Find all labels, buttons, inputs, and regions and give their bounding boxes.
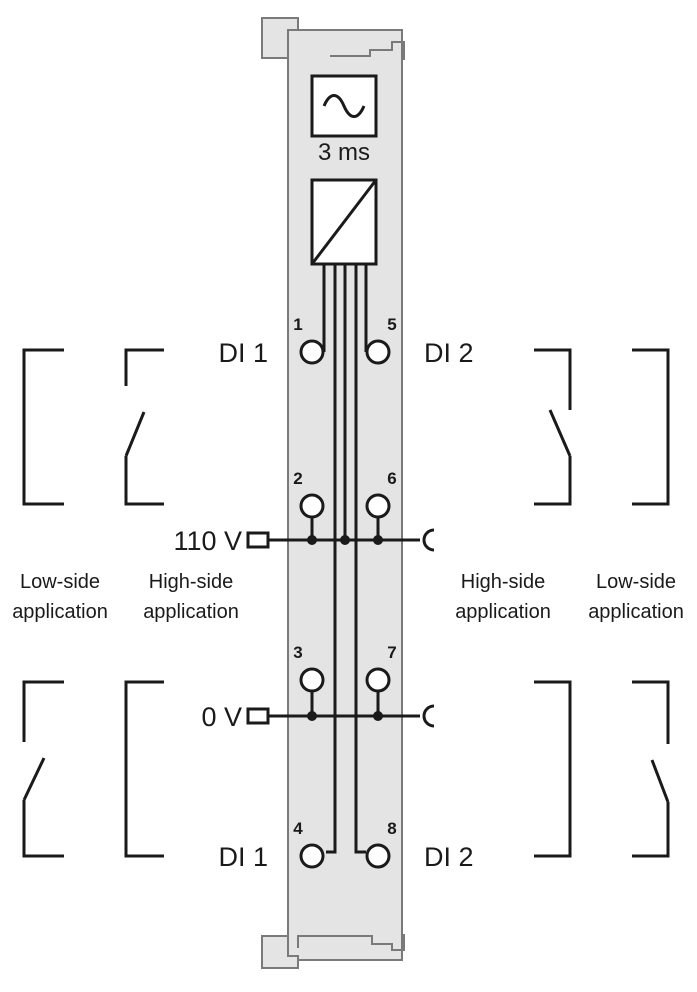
potential-bus-110v: 110 V xyxy=(173,517,435,556)
left-high-side-app-label: application xyxy=(143,601,239,623)
di1-bottom-label: DI 1 xyxy=(218,842,268,872)
voltage-110v-label: 110 V xyxy=(173,526,242,556)
terminal-4 xyxy=(299,843,325,869)
sine-filter-icon xyxy=(322,94,366,118)
terminal-2-label: 2 xyxy=(293,469,302,488)
di2-top-label: DI 2 xyxy=(424,338,474,368)
potential-bus-0v: 0 V xyxy=(201,691,435,732)
converter-block xyxy=(310,178,378,266)
terminal-8-label: 8 xyxy=(387,819,396,838)
terminal-3-label: 3 xyxy=(293,643,302,662)
right-high-side-label: High-side xyxy=(461,571,545,593)
left-low-side-label: Low-side xyxy=(20,571,100,593)
internal-wiring xyxy=(322,264,368,854)
left-low-side-app-label: application xyxy=(12,601,108,623)
terminal-7 xyxy=(365,667,391,693)
di2-bottom-label: DI 2 xyxy=(424,842,474,872)
terminal-1 xyxy=(299,339,325,365)
voltage-0v-label: 0 V xyxy=(201,702,242,732)
filter-time-label: 3 ms xyxy=(318,139,370,166)
left-bottom-wiring xyxy=(22,680,164,858)
terminal-1-label: 1 xyxy=(293,315,302,334)
application-labels: Low-side application High-side applicati… xyxy=(12,571,684,623)
terminal-6-label: 6 xyxy=(387,469,396,488)
terminal-7-label: 7 xyxy=(387,643,396,662)
terminal-2 xyxy=(299,493,325,519)
terminal-5 xyxy=(365,339,391,365)
right-low-side-app-label: application xyxy=(588,601,684,623)
right-top-wiring xyxy=(534,348,670,506)
left-high-side-label: High-side xyxy=(149,571,233,593)
left-top-wiring xyxy=(22,348,164,506)
right-bottom-wiring xyxy=(534,680,670,858)
filter-block: 3 ms xyxy=(310,74,378,166)
terminals: 1 5 2 6 3 7 4 8 xyxy=(293,315,397,869)
di1-top-label: DI 1 xyxy=(218,338,268,368)
signal-converter-icon xyxy=(310,179,378,265)
terminal-8 xyxy=(365,843,391,869)
terminal-6 xyxy=(365,493,391,519)
terminal-3 xyxy=(299,667,325,693)
terminal-4-label: 4 xyxy=(293,819,303,838)
right-high-side-app-label: application xyxy=(455,601,551,623)
terminal-5-label: 5 xyxy=(387,315,396,334)
right-low-side-label: Low-side xyxy=(596,571,676,593)
